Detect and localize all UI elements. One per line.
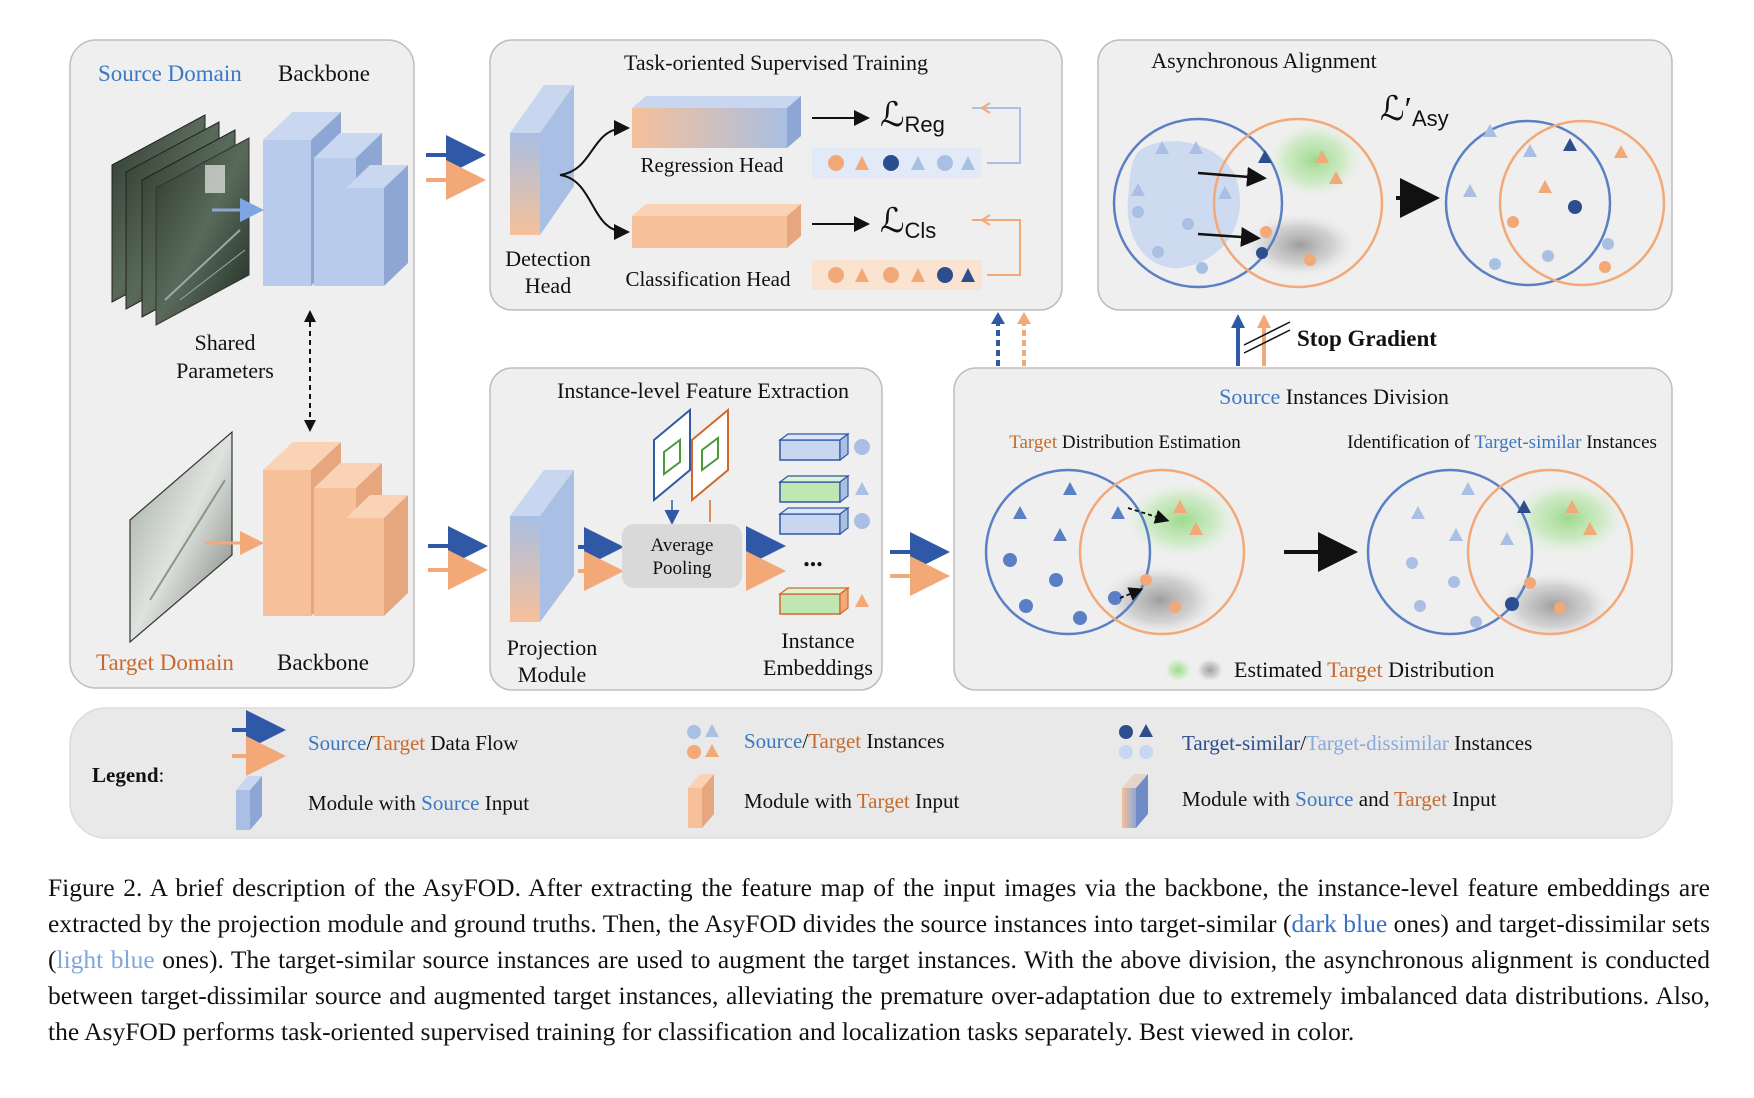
division-title: Source Instances Division (1219, 384, 1449, 409)
projection-label-2: Module (518, 662, 586, 687)
identification-label: Identification of Target-similar Instanc… (1347, 432, 1657, 453)
detection-head-label-1: Detection (505, 246, 591, 271)
cls-feedback-head (981, 214, 991, 226)
caption-part-3: ones). The target-similar source instanc… (48, 945, 1710, 1046)
legend-both-module-label: Module with Source and Target Input (1182, 787, 1497, 811)
source-backbone-blocks (263, 112, 408, 286)
legend-source-module-icon (236, 776, 262, 830)
estimated-distribution-label: Estimated Target Distribution (1234, 657, 1494, 682)
projection-label-1: Projection (507, 635, 597, 660)
target-backbone-blocks (263, 442, 408, 616)
dotted-source-arrow-head (991, 312, 1005, 324)
stop-gradient-source-head (1231, 314, 1245, 328)
supervised-title: Task-oriented Supervised Training (624, 50, 928, 75)
embeddings-label-2: Embeddings (763, 655, 873, 680)
estimated-gray-swatch (1196, 658, 1224, 682)
reg-feedback-line (972, 107, 1021, 164)
source-domain-label: Source Domain (98, 61, 242, 86)
caption-dark-blue: dark blue (1291, 909, 1388, 938)
shared-label-line2: Parameters (176, 358, 274, 383)
pooling-label-1: Average (651, 535, 714, 556)
alignment-after-venn (1444, 119, 1666, 287)
ground-truth-boxes (653, 407, 729, 525)
classification-head-label: Classification Head (625, 267, 791, 291)
shared-arrow-up-head (304, 310, 316, 322)
regression-head-label: Regression Head (641, 153, 784, 177)
alignment-before-venn (1112, 117, 1384, 289)
legend-label: Legend: (92, 763, 164, 787)
legend-source-module-label: Module with Source Input (308, 791, 529, 815)
stop-slash-1 (1243, 321, 1291, 346)
regression-instances (828, 155, 975, 171)
branch-arrow-regression (559, 120, 630, 176)
legend-target-module-icon (688, 774, 714, 828)
loss-asy: ℒ′Asy (1380, 91, 1449, 131)
stop-slash-2 (1243, 329, 1291, 354)
embeddings-ellipsis: ... (803, 543, 823, 572)
projection-module-block (510, 470, 574, 622)
legend-similar-label: Target-similar/Target-dissimilar Instanc… (1182, 731, 1532, 755)
estimated-green-swatch (1164, 658, 1192, 682)
source-images (111, 114, 250, 326)
distribution-estimation-label: Target Distribution Estimation (1009, 432, 1241, 453)
figure-caption: Figure 2. A brief description of the Asy… (48, 870, 1710, 1050)
alignment-title: Asynchronous Alignment (1151, 48, 1377, 73)
caption-part-1: Figure 2. A brief description of the Asy… (48, 873, 1710, 938)
caption-part-2: ones) and target-dissimilar sets ( (48, 909, 1711, 974)
detection-head-label-2: Head (525, 273, 571, 298)
division-right-venn (1366, 468, 1634, 640)
legend-panel (69, 707, 1673, 839)
extraction-title: Instance-level Feature Extraction (557, 378, 849, 403)
legend-target-module-label: Module with Target Input (744, 789, 959, 813)
classification-head-block (632, 204, 801, 248)
pooling-label-2: Pooling (652, 558, 712, 579)
asyfod-diagram: Source Domain Backbone Shared Parameters (69, 39, 1673, 839)
target-image (129, 430, 233, 644)
legend-both-module-icon (1122, 774, 1148, 828)
stop-gradient-label: Stop Gradient (1297, 326, 1437, 351)
reg-feedback-head (981, 102, 991, 114)
division-left-venn (984, 468, 1246, 636)
loss-reg: ℒReg (880, 97, 945, 137)
legend-similar-dissimilar-icon (1119, 724, 1153, 759)
loss-cls: ℒCls (880, 203, 936, 243)
backbone-bottom-label: Backbone (277, 650, 369, 675)
embeddings-label-1: Instance (781, 628, 854, 653)
legend-instances-label: Source/Target Instances (744, 729, 945, 753)
legend-source-target-instances-icon (687, 724, 719, 759)
regression-head-block (632, 96, 801, 148)
instance-embeddings (778, 432, 870, 616)
stop-gradient-target-head (1257, 314, 1271, 328)
cls-feedback-line (972, 219, 1021, 276)
legend-data-flow-label: Source/Target Data Flow (308, 731, 519, 755)
classification-instances (828, 267, 975, 283)
shared-label-line1: Shared (194, 330, 255, 355)
target-domain-label: Target Domain (96, 650, 234, 675)
dotted-target-arrow-head (1017, 312, 1031, 324)
average-pooling-box (622, 524, 742, 588)
shared-arrow-down-head (304, 420, 316, 432)
branch-arrow-classification (559, 174, 630, 240)
backbone-top-label: Backbone (278, 61, 370, 86)
caption-light-blue: light blue (56, 945, 155, 974)
detection-head-block (510, 85, 574, 235)
